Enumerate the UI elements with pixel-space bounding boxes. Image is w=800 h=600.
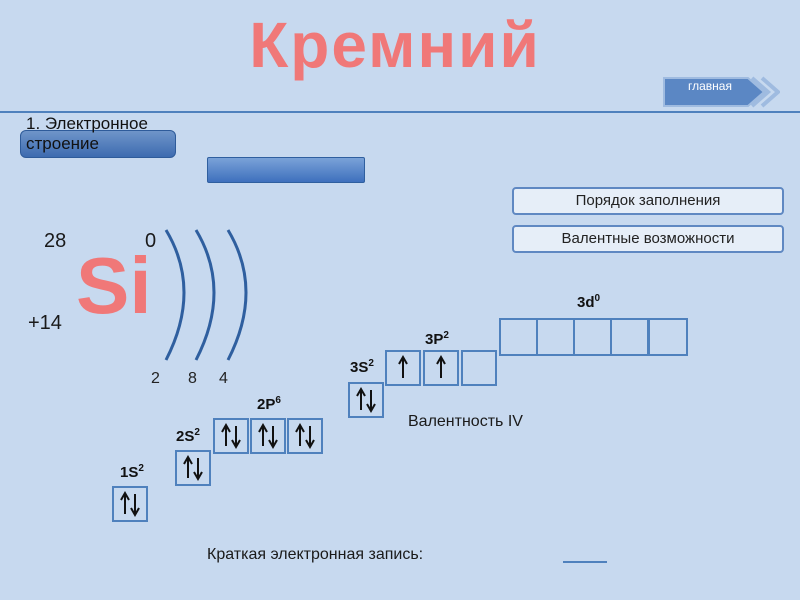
shell-arc-1 xyxy=(164,229,186,361)
orbital-cell xyxy=(536,318,575,356)
orbital-cell xyxy=(250,418,286,454)
section-label: 1. Электронное строение xyxy=(26,114,148,153)
mass-number: 28 xyxy=(44,230,67,252)
electron-shells xyxy=(164,229,248,361)
answer-blank-line xyxy=(563,561,607,563)
orbital-cell xyxy=(499,318,538,356)
electron-down-arrow-head xyxy=(231,439,241,450)
home-button-label: главная xyxy=(688,79,732,93)
shell-count-2: 8 xyxy=(188,370,197,387)
up-arrow-icon xyxy=(436,354,446,378)
page-title: Кремний xyxy=(249,9,541,81)
valence-label: Валентность IV xyxy=(408,413,523,430)
nuclear-charge: +14 xyxy=(28,312,62,334)
orbital-cell xyxy=(461,350,497,386)
up-arrow-icon xyxy=(398,354,408,378)
element-symbol: Si xyxy=(76,241,152,330)
orbital-cell xyxy=(610,318,649,356)
atom-charge: 0 xyxy=(145,230,157,252)
up-down-arrows-icon xyxy=(120,490,140,518)
orbital-cell xyxy=(385,350,421,386)
shell-arc-2 xyxy=(194,229,216,361)
orbital-cell xyxy=(648,318,688,356)
electron-up-arrow-head xyxy=(221,422,231,433)
electron-up-arrow-head xyxy=(258,422,268,433)
orbital-cell xyxy=(573,318,612,356)
chevron-right-icon xyxy=(663,76,780,108)
orbital-cell xyxy=(348,382,384,418)
shell-count-3: 4 xyxy=(219,370,228,387)
orbital-cell xyxy=(112,486,148,522)
electron-up-arrow-head xyxy=(183,454,193,465)
valence-options-button[interactable]: Валентные возможности xyxy=(512,225,784,253)
electron-down-arrow-head xyxy=(193,471,203,482)
up-down-arrows-icon xyxy=(258,422,278,450)
short-record-label: Краткая электронная запись: xyxy=(207,546,424,563)
electron-down-arrow-head xyxy=(130,507,140,518)
orbital-label-1s: 1S2 xyxy=(120,463,144,481)
orbital-cell xyxy=(175,450,211,486)
electron-up-arrow-head xyxy=(120,490,130,501)
orbital-cell xyxy=(213,418,249,454)
electron-down-arrow-head xyxy=(305,439,315,450)
orbital-label-3d: 3d0 xyxy=(577,293,601,311)
orbital-label-2s: 2S2 xyxy=(176,427,200,445)
header-divider xyxy=(0,111,800,113)
electron-up-arrow-head xyxy=(356,386,366,397)
orbital-label-3s: 3S2 xyxy=(350,358,374,376)
home-button[interactable]: главная xyxy=(662,76,780,108)
electron-down-arrow-head xyxy=(366,403,376,414)
orbital-label-3p: 3P2 xyxy=(425,330,449,348)
blue-bar-button[interactable] xyxy=(207,157,365,183)
electron-down-arrow-head xyxy=(268,439,278,450)
electron-up-arrow-head xyxy=(398,354,408,365)
filling-order-button[interactable]: Порядок заполнения xyxy=(512,187,784,215)
section-tab[interactable] xyxy=(20,130,176,158)
shell-count-1: 2 xyxy=(151,370,160,387)
up-down-arrows-icon xyxy=(356,386,376,414)
up-down-arrows-icon xyxy=(295,422,315,450)
orbital-cell xyxy=(287,418,323,454)
up-down-arrows-icon xyxy=(183,454,203,482)
orbital-cell xyxy=(423,350,459,386)
electron-up-arrow-head xyxy=(295,422,305,433)
shell-arc-3 xyxy=(226,229,248,361)
electron-up-arrow-head xyxy=(436,354,446,365)
orbital-label-2p: 2P6 xyxy=(257,395,281,413)
up-down-arrows-icon xyxy=(221,422,241,450)
